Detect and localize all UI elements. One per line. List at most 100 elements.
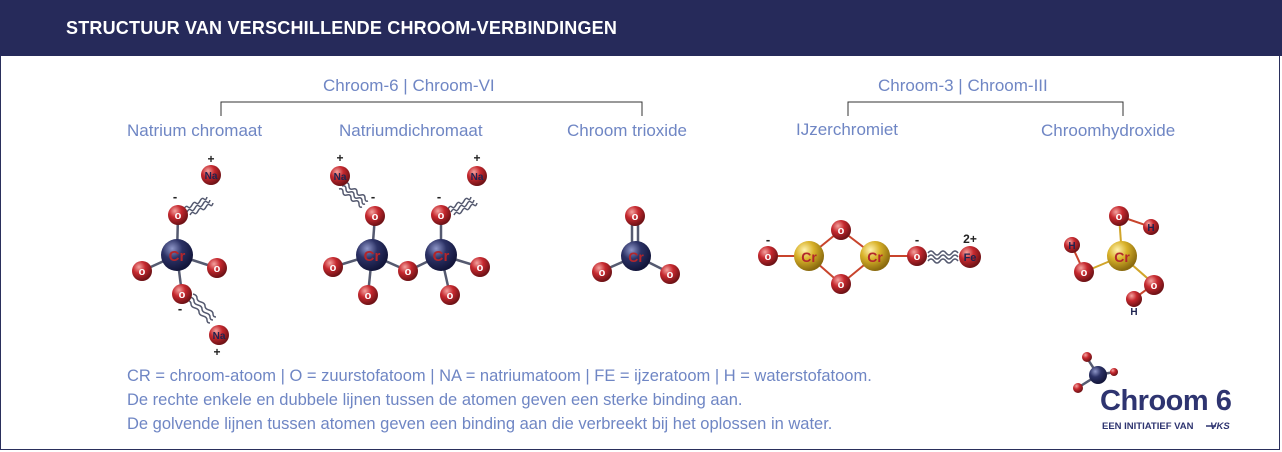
molecule-ijzerchromiet: Cr Cr o o o o Fe - - 2+ bbox=[758, 220, 981, 294]
chromium-atom-label: Cr bbox=[433, 248, 450, 265]
oxygen-atom bbox=[831, 220, 851, 240]
chromium-atom bbox=[621, 241, 651, 271]
iron-atom bbox=[959, 246, 981, 268]
oxygen-atom bbox=[907, 246, 927, 266]
oxygen-atom-label: o bbox=[1151, 280, 1158, 292]
hydrogen-atom bbox=[1126, 291, 1142, 307]
compound-label-natrium-chromaat: Natrium chromaat bbox=[127, 121, 263, 140]
charge-label: + bbox=[213, 345, 220, 359]
molecule-chroom-trioxide: Cr o o o bbox=[592, 206, 680, 284]
oxygen-atom bbox=[323, 257, 343, 277]
group-label-chroom6: Chroom-6 | Chroom-VI bbox=[323, 76, 495, 95]
oxygen-atom bbox=[758, 246, 778, 266]
oxygen-atom-label: o bbox=[330, 262, 337, 274]
sodium-atom bbox=[330, 166, 350, 186]
bracket-chroom3 bbox=[847, 101, 1124, 116]
chromium-atom bbox=[356, 239, 388, 271]
oxygen-atom bbox=[207, 258, 227, 278]
oxygen-atom-label: o bbox=[372, 211, 379, 223]
sodium-atom-label: Na bbox=[334, 172, 347, 183]
chromium-atom bbox=[425, 239, 457, 271]
logo-title: Chroom 6 bbox=[1100, 385, 1232, 417]
oxygen-atom bbox=[625, 206, 645, 226]
oxygen-atom-label: o bbox=[365, 290, 372, 302]
compound-label-natriumdichromaat: Natriumdichromaat bbox=[339, 121, 483, 140]
sodium-atom bbox=[201, 165, 221, 185]
header-bar: STRUCTUUR VAN VERSCHILLENDE CHROOM-VERBI… bbox=[0, 0, 1282, 56]
chromium-atom bbox=[794, 241, 824, 271]
oxygen-atom bbox=[592, 262, 612, 282]
legend-line-1: CR = chroom-atoom | O = zuurstofatoom | … bbox=[127, 367, 872, 385]
oxygen-atom bbox=[431, 205, 451, 225]
oxygen-atom bbox=[398, 261, 418, 281]
hydrogen-atom-label: H bbox=[1130, 307, 1137, 318]
hydrogen-atom bbox=[1064, 237, 1080, 253]
oxygen-atom-label: o bbox=[477, 262, 484, 274]
chromium-atom bbox=[860, 241, 890, 271]
chromium-atom-label: Cr bbox=[628, 249, 644, 265]
oxygen-atom bbox=[1144, 275, 1164, 295]
chromium-atom-label: Cr bbox=[801, 249, 817, 265]
charge-label: - bbox=[178, 301, 182, 316]
oxygen-atom bbox=[660, 264, 680, 284]
chromium-atom-label: Cr bbox=[169, 248, 186, 265]
logo-subtitle-text: EEN INITIATIEF VAN bbox=[1102, 421, 1194, 432]
oxygen-atom-label: o bbox=[632, 211, 639, 223]
charge-label: - bbox=[173, 189, 177, 204]
oxygen-atom-label: o bbox=[838, 279, 845, 291]
oxygen-atom bbox=[365, 206, 385, 226]
compound-label-chroomhydroxide: Chroomhydroxide bbox=[1041, 121, 1176, 140]
oxygen-atom-label: o bbox=[179, 289, 186, 301]
legend-line-2: De rechte enkele en dubbele lijnen tusse… bbox=[127, 391, 743, 409]
oxygen-atom-label: o bbox=[1116, 211, 1123, 223]
legend-line-3: De golvende lijnen tussen atomen geven e… bbox=[127, 415, 833, 433]
charge-label: 2+ bbox=[963, 232, 977, 246]
logo-subtitle: EEN INITIATIEF VAN VKS bbox=[1102, 421, 1230, 432]
oxygen-atom-label: o bbox=[438, 210, 445, 222]
hydrogen-atom-label: H bbox=[1147, 223, 1154, 234]
oxygen-atom bbox=[172, 284, 192, 304]
molecule-chroomhydroxide: Cr o o o H H H bbox=[1064, 206, 1164, 318]
sodium-atom-label: Na bbox=[213, 331, 226, 342]
molecule-natrium-chromaat: Cr o o o o Na Na + - - + bbox=[132, 152, 229, 359]
chromium-atom-label: Cr bbox=[867, 249, 883, 265]
charge-label: + bbox=[473, 151, 480, 165]
chromium-atom-label: Cr bbox=[364, 248, 381, 265]
iron-atom-label: Fe bbox=[964, 252, 977, 264]
oxygen-atom-label: o bbox=[765, 251, 772, 263]
compound-label-ijzerchromiet: IJzerchromiet bbox=[796, 120, 899, 139]
oxygen-atom-label: o bbox=[1081, 267, 1088, 279]
chromium-atom bbox=[161, 239, 193, 271]
charge-label: + bbox=[207, 152, 214, 166]
charge-label: + bbox=[336, 151, 343, 165]
oxygen-atom bbox=[831, 274, 851, 294]
charge-label: - bbox=[766, 232, 770, 247]
charge-label: - bbox=[915, 232, 919, 247]
hydrogen-atom bbox=[1143, 219, 1159, 235]
oxygen-atom-label: o bbox=[914, 251, 921, 263]
oxygen-atom bbox=[440, 285, 460, 305]
logo-org: VKS bbox=[1210, 421, 1230, 432]
oxygen-atom-label: o bbox=[175, 210, 182, 222]
group-label-chroom3: Chroom-3 | Chroom-III bbox=[878, 76, 1048, 95]
oxygen-atom-label: o bbox=[599, 267, 606, 279]
oxygen-atom-label: o bbox=[838, 225, 845, 237]
sodium-atom bbox=[209, 325, 229, 345]
logo-molecule-icon bbox=[1073, 352, 1118, 393]
oxygen-atom-label: o bbox=[667, 269, 674, 281]
oxygen-atom bbox=[470, 257, 490, 277]
oxygen-atom-label: o bbox=[139, 266, 146, 278]
molecule-natriumdichromaat: Cr Cr o o o o o o o Na Na + + - - bbox=[323, 151, 490, 305]
sodium-atom-label: Na bbox=[205, 171, 218, 182]
chromium-atom bbox=[1107, 241, 1137, 271]
hydrogen-atom-label: H bbox=[1068, 241, 1075, 252]
chromium-atom-label: Cr bbox=[1114, 249, 1130, 265]
charge-label: - bbox=[437, 189, 441, 204]
charge-label: - bbox=[371, 189, 375, 204]
oxygen-atom bbox=[1109, 206, 1129, 226]
oxygen-atom bbox=[1074, 262, 1094, 282]
oxygen-atom-label: o bbox=[447, 290, 454, 302]
oxygen-atom bbox=[358, 285, 378, 305]
page-title: STRUCTUUR VAN VERSCHILLENDE CHROOM-VERBI… bbox=[66, 18, 618, 38]
